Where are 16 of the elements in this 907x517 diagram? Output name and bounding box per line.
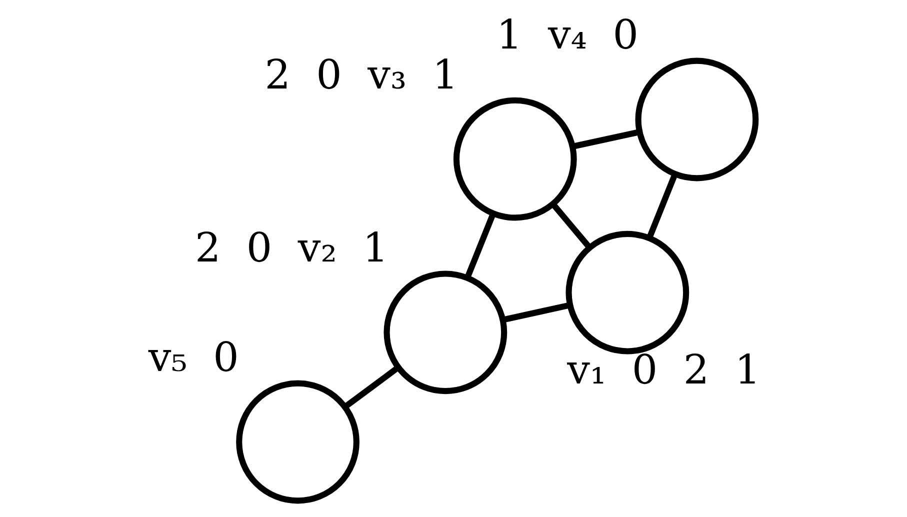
node-circle	[236, 380, 360, 504]
connector	[464, 212, 496, 279]
node-circle	[635, 58, 759, 182]
connector	[572, 129, 640, 150]
connector	[343, 365, 400, 410]
connector	[502, 302, 570, 323]
connector	[550, 202, 592, 250]
node-label: 1 v₄ 0	[496, 10, 638, 59]
node-label: 2 0 v₂ 1	[195, 224, 388, 272]
node-label: 2 0 v₃ 1	[264, 50, 458, 98]
node-label: v₅ 0	[148, 333, 239, 382]
node-circle	[453, 97, 577, 221]
node-circle	[566, 230, 690, 354]
connector	[646, 173, 678, 239]
node-circle	[384, 270, 508, 394]
node-label: v₁ 0 2 1	[567, 346, 761, 394]
